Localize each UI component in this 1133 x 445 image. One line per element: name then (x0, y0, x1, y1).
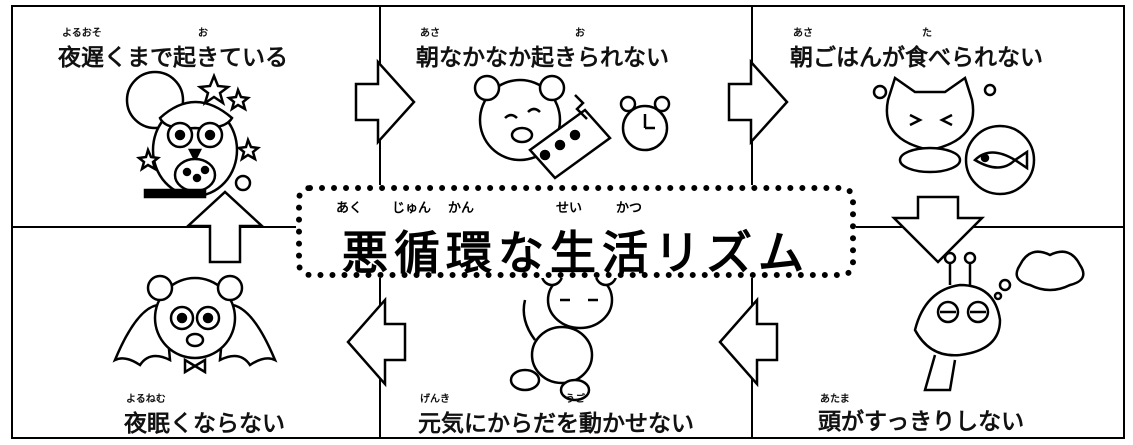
arrow-left-2 (346, 296, 407, 388)
step-ruby-5b: うご (565, 394, 585, 405)
arrow-right-1 (354, 58, 416, 146)
giraffe-illustration (913, 250, 1085, 392)
arrow-right-2 (727, 58, 789, 146)
step-label-1: 夜遅くまで起きている (58, 45, 288, 71)
arrow-down (890, 195, 986, 264)
center-title-ruby: あく じゅん かん せい かつ (328, 197, 848, 216)
title-ruby-3: かん (448, 201, 475, 216)
title-ruby-2: じゅん (392, 201, 432, 216)
center-title-box: あく じゅん かん せい かつ 悪循環な生活リズム (296, 185, 856, 280)
arrow-up (184, 190, 266, 264)
step-ruby-6a: よるねむ (126, 394, 166, 405)
step-ruby-5a: げんき (420, 394, 450, 405)
title-ruby-1: あく (336, 201, 363, 216)
step-ruby-4a: あたま (820, 394, 850, 405)
step-ruby-3b: た (922, 28, 932, 39)
owl-illustration (125, 70, 262, 199)
step-ruby-1b: お (198, 28, 208, 39)
step-ruby-1a: よるおそ (62, 28, 102, 39)
bear-illustration (473, 74, 671, 180)
title-ruby-5: かつ (616, 201, 643, 216)
step-ruby-2a: あさ (420, 28, 440, 39)
step-label-4: 頭がすっきりしない (818, 409, 1025, 435)
title-ruby-4: せい (556, 201, 583, 216)
step-label-3: 朝ごはんが食べられない (790, 45, 1043, 71)
step-label-5: 元気にからだを動かせない (418, 411, 694, 437)
teddy-illustration (509, 263, 618, 402)
step-label-2: 朝なかなか起きられない (416, 45, 669, 71)
arrow-left-1 (718, 296, 779, 388)
step-ruby-2b: お (575, 28, 585, 39)
step-label-6: 夜眠くならない (124, 411, 285, 437)
step-ruby-3a: あさ (793, 28, 813, 39)
cat-illustration (872, 76, 1036, 196)
center-title: 悪循環な生活リズム (342, 226, 810, 280)
bat-illustration (112, 274, 278, 375)
